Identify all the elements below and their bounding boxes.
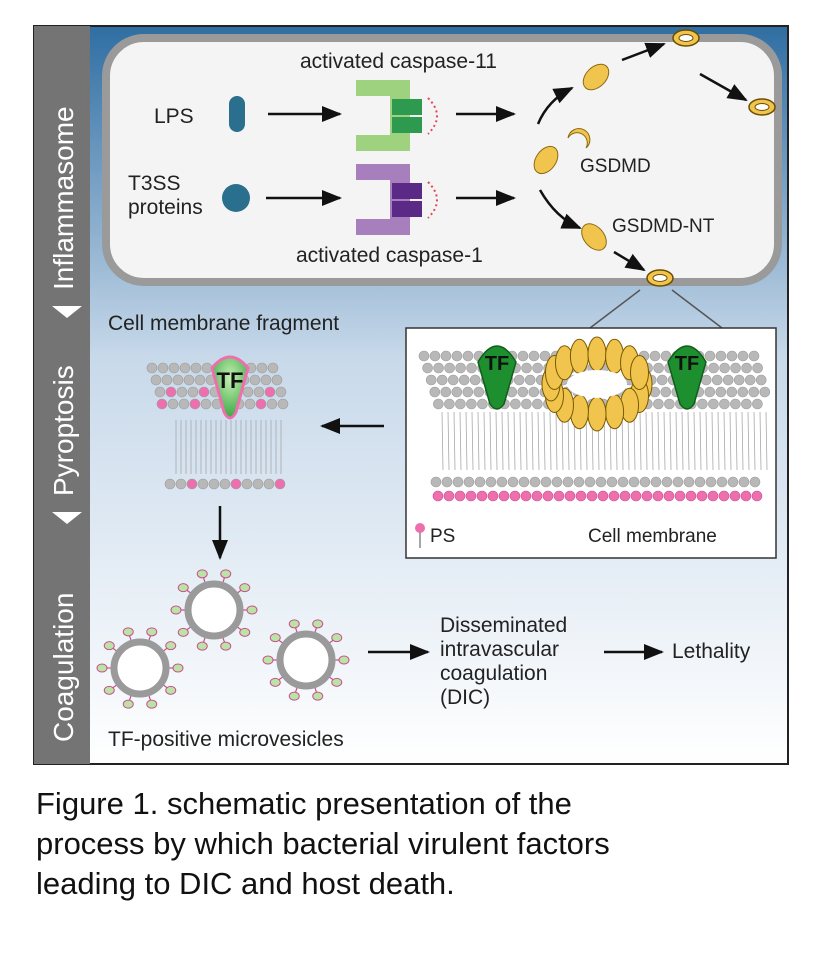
- sidebar-arrow-2: [52, 512, 82, 524]
- zoom-line-right: [671, 289, 723, 329]
- t3ss-protein-icon: [222, 184, 250, 212]
- microvesicle-icon: [96, 627, 184, 709]
- caption-line-2: process by which bacterial virulent fact…: [36, 826, 610, 861]
- label-dic-line2: intravascular: [440, 638, 559, 661]
- microvesicle-icon: [262, 619, 350, 701]
- pore-icon-top: [672, 29, 700, 47]
- label-tf-right: TF: [675, 353, 699, 375]
- label-lps: LPS: [154, 105, 194, 128]
- label-dic-line3: coagulation: [440, 662, 547, 685]
- cell-body: [102, 34, 782, 286]
- tf-protein-right: TF: [667, 345, 707, 410]
- label-dic-line4: (DIC): [440, 686, 490, 709]
- label-t3ss-proteins: proteins: [128, 196, 203, 219]
- microvesicle-icon: [170, 569, 258, 651]
- caption-line-3: leading to DIC and host death.: [36, 866, 455, 901]
- label-gsdmd-nt: GSDMD-NT: [612, 216, 715, 237]
- gsdmd-ct-icon: [567, 128, 591, 149]
- figure-caption: Figure 1. schematic presentation of the …: [36, 784, 796, 904]
- membrane-fragment: TF: [146, 355, 289, 490]
- arrow-to-pore-bottom: [613, 250, 646, 272]
- arrow-to-pore-right: [699, 72, 748, 102]
- arrow-up-to-gsdmd-nt: [536, 86, 574, 125]
- label-tf-positive-microvesicles: TF-positive microvesicles: [108, 728, 344, 751]
- caption-line-1: Figure 1. schematic presentation of the: [36, 786, 572, 821]
- gsdmd-icon: [533, 145, 559, 175]
- arrow-to-pore-top: [621, 42, 666, 62]
- gsdmd-nt-icon-top: [582, 63, 610, 91]
- tf-protein-left: TF: [477, 345, 517, 410]
- label-gsdmd: GSDMD: [580, 156, 651, 177]
- gsdmd-pore-ring: [541, 336, 653, 432]
- label-tf-left: TF: [485, 353, 509, 375]
- caspase-1-complex: [356, 164, 438, 235]
- caspase-11-complex: [356, 80, 438, 151]
- label-cell-membrane-fragment: Cell membrane fragment: [108, 312, 339, 335]
- label-t3ss: T3SS: [128, 172, 181, 195]
- sidebar-label-coagulation: Coagulation: [48, 593, 79, 742]
- label-activated-caspase-1: activated caspase-1: [296, 244, 483, 267]
- pore-icon-bottom: [646, 269, 674, 287]
- zoom-line-left: [589, 289, 641, 329]
- arrow-down-to-gsdmd-nt: [538, 189, 582, 230]
- sidebar-arrow-1: [52, 306, 82, 318]
- label-lethality: Lethality: [672, 640, 751, 663]
- tf-positive-microvesicles: [96, 569, 350, 709]
- ps-legend-icon: [415, 523, 425, 548]
- sidebar-label-inflammasome: Inflammasome: [48, 106, 79, 290]
- label-tf-fragment: TF: [217, 368, 244, 393]
- label-cell-membrane: Cell membrane: [588, 526, 717, 547]
- gsdmd-nt-icon-bottom: [581, 223, 607, 251]
- pore-icon-right: [748, 98, 776, 116]
- tf-protein-icon: [210, 355, 250, 420]
- stage-sidebar: Inflammasome Pyroptosis Coagulation: [34, 26, 90, 764]
- lps-icon: [229, 96, 245, 132]
- label-ps: PS: [430, 526, 455, 547]
- label-activated-caspase-11: activated caspase-11: [300, 50, 497, 73]
- label-dic-line1: Disseminated: [440, 614, 567, 637]
- sidebar-label-pyroptosis: Pyroptosis: [48, 365, 79, 496]
